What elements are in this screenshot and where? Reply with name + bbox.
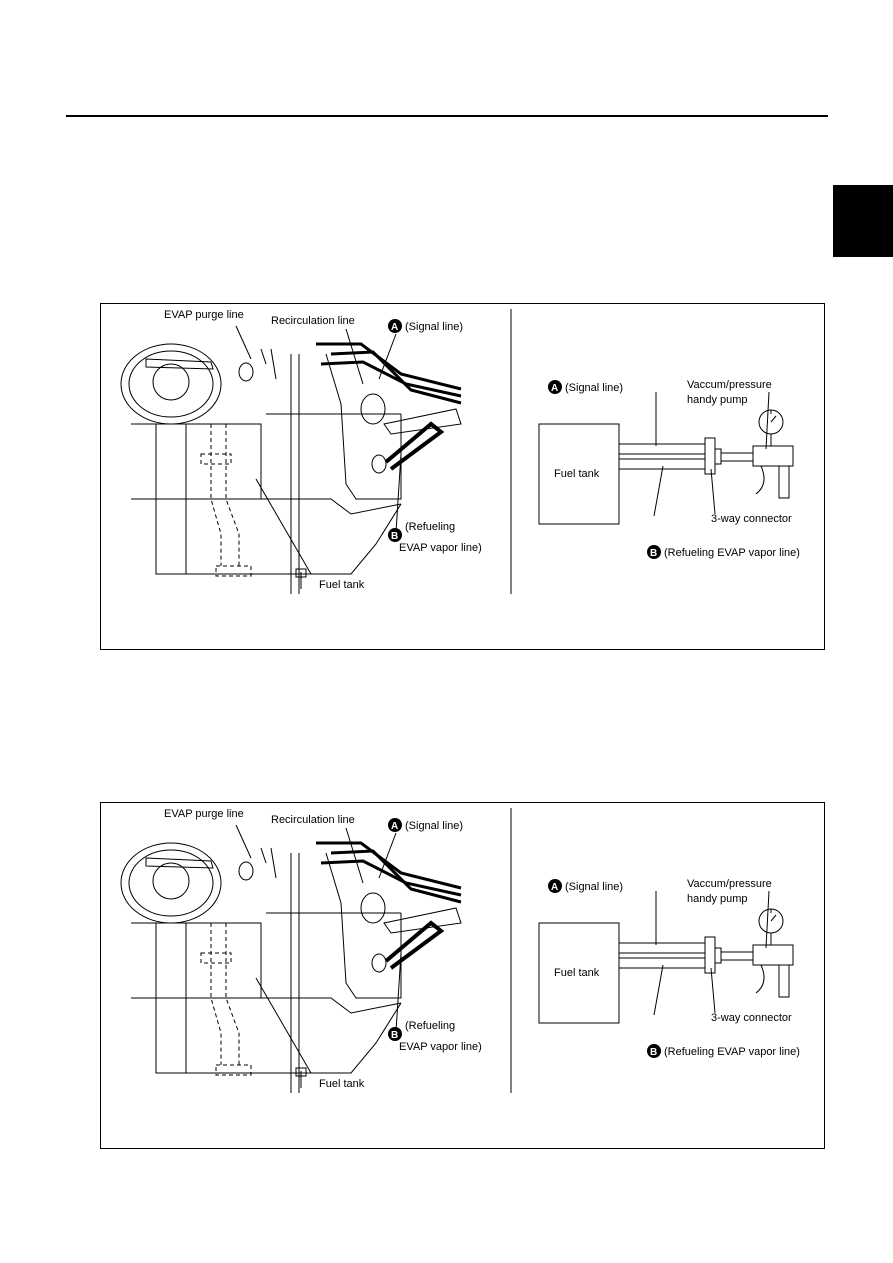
evap-purge-line-label: EVAP purge line: [164, 309, 244, 321]
signal-marker-a: A: [391, 322, 398, 333]
signal-marker-a: A: [391, 821, 398, 832]
schematic-marker-a: A: [551, 882, 558, 893]
connector-label: 3-way connector: [711, 513, 792, 525]
schematic-refuel-line-label: (Refueling EVAP vapor line): [664, 547, 800, 559]
pump-label-2: handy pump: [687, 893, 748, 905]
pump-label-1: Vaccum/pressure: [687, 878, 772, 890]
refueling-label-2: EVAP vapor line): [399, 1041, 482, 1053]
schematic-marker-a: A: [551, 383, 558, 394]
refuel-marker-b: B: [391, 531, 398, 542]
schematic-fuel-tank-label: Fuel tank: [554, 468, 600, 480]
fuel-tank-illustration-2: EVAP purge line Recirculation line A (Si…: [120, 808, 800, 1093]
figure-2: EVAP purge line Recirculation line A (Si…: [100, 802, 825, 1149]
signal-line-label: (Signal line): [405, 820, 463, 832]
recirculation-line-label: Recirculation line: [271, 315, 355, 327]
connector-label: 3-way connector: [711, 1012, 792, 1024]
figure-1: EVAP purge line Recirculation line A (Si…: [100, 303, 825, 650]
schematic-refuel-line-label: (Refueling EVAP vapor line): [664, 1046, 800, 1058]
section-tab: [833, 185, 893, 257]
fuel-tank-label: Fuel tank: [319, 1078, 365, 1090]
schematic-signal-line-label: (Signal line): [565, 881, 623, 893]
pump-label-2: handy pump: [687, 394, 748, 406]
schematic-signal-line-label: (Signal line): [565, 382, 623, 394]
refueling-label-1: (Refueling: [405, 1020, 455, 1032]
recirculation-line-label: Recirculation line: [271, 814, 355, 826]
schematic-marker-b: B: [650, 548, 657, 559]
fuel-tank-label: Fuel tank: [319, 579, 365, 591]
schematic-fuel-tank-label: Fuel tank: [554, 967, 600, 979]
schematic-marker-b: B: [650, 1047, 657, 1058]
signal-line-label: (Signal line): [405, 321, 463, 333]
pump-label-1: Vaccum/pressure: [687, 379, 772, 391]
header-rule: [66, 115, 828, 117]
refuel-marker-b: B: [391, 1030, 398, 1041]
refueling-label-1: (Refueling: [405, 521, 455, 533]
evap-purge-line-label: EVAP purge line: [164, 808, 244, 820]
fuel-tank-illustration-1: EVAP purge line Recirculation line A (Si…: [120, 309, 800, 594]
refueling-label-2: EVAP vapor line): [399, 542, 482, 554]
